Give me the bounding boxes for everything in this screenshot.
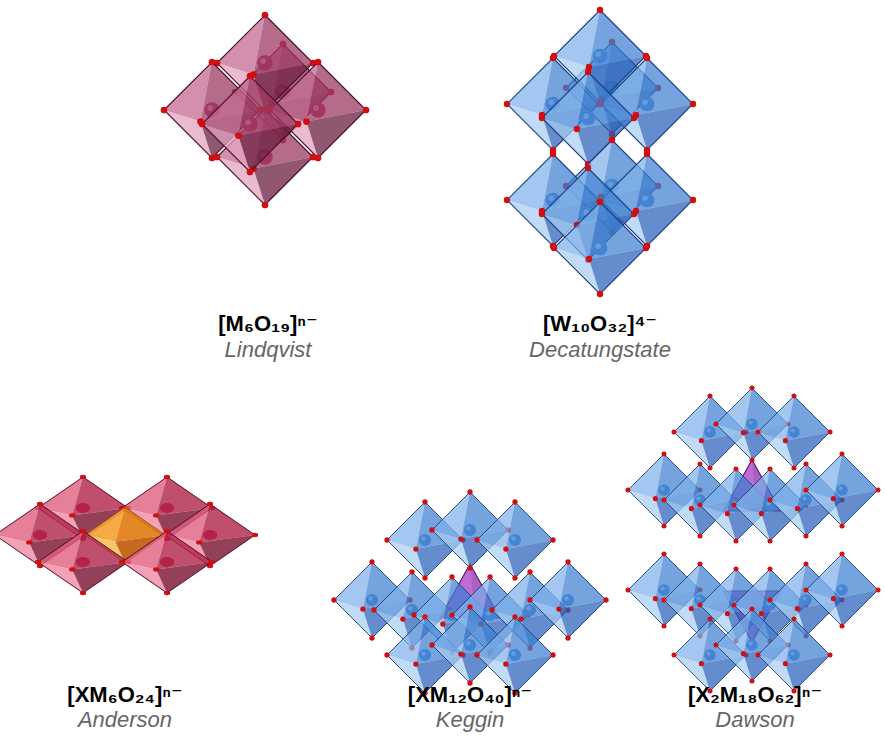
anderson-structure bbox=[0, 475, 258, 595]
octahedron bbox=[35, 529, 131, 595]
dawson-structure bbox=[625, 385, 880, 693]
label-holder: Dawson bbox=[715, 708, 794, 732]
formula-label: [XM₆O₂₄]ⁿ⁻ bbox=[67, 683, 182, 707]
octahedron bbox=[803, 551, 880, 628]
decatungstate-structure bbox=[504, 7, 696, 297]
formula-label: [XM₁₂O₄₀]ⁿ⁻ bbox=[408, 683, 532, 707]
structure-name: Dawson bbox=[715, 708, 794, 732]
octahedron bbox=[551, 199, 649, 297]
label-holder: Lindqvist bbox=[225, 338, 312, 362]
octahedron bbox=[199, 73, 302, 176]
label-holder: [XM₆O₂₄]ⁿ⁻ bbox=[67, 683, 182, 707]
structure-name: Lindqvist bbox=[225, 338, 312, 362]
structure-name: Keggin bbox=[436, 708, 505, 732]
octahedron bbox=[527, 559, 608, 640]
formula-label: [X₂M₁₈O₆₂]ⁿ⁻ bbox=[688, 683, 822, 707]
label-holder: [W₁₀O₃₂]⁴⁻ bbox=[543, 312, 657, 336]
label-holder: Keggin bbox=[436, 708, 505, 732]
structure-name: Anderson bbox=[78, 708, 172, 732]
structure-name: Decatungstate bbox=[529, 338, 671, 362]
octahedron bbox=[803, 451, 880, 528]
octahedron bbox=[119, 529, 215, 595]
keggin-structure bbox=[331, 489, 608, 695]
octahedron bbox=[755, 616, 832, 693]
lindqvist-structure bbox=[161, 12, 370, 209]
octahedron bbox=[474, 499, 555, 580]
label-holder: [X₂M₁₈O₆₂]ⁿ⁻ bbox=[688, 683, 822, 707]
octahedron bbox=[755, 393, 832, 470]
formula-label: [M₆O₁₉]ⁿ⁻ bbox=[218, 312, 317, 336]
formula-label: [W₁₀O₃₂]⁴⁻ bbox=[543, 312, 657, 336]
label-holder: Decatungstate bbox=[529, 338, 671, 362]
label-holder: [XM₁₂O₄₀]ⁿ⁻ bbox=[408, 683, 532, 707]
label-holder: Anderson bbox=[78, 708, 172, 732]
label-holder: [M₆O₁₉]ⁿ⁻ bbox=[218, 312, 317, 336]
